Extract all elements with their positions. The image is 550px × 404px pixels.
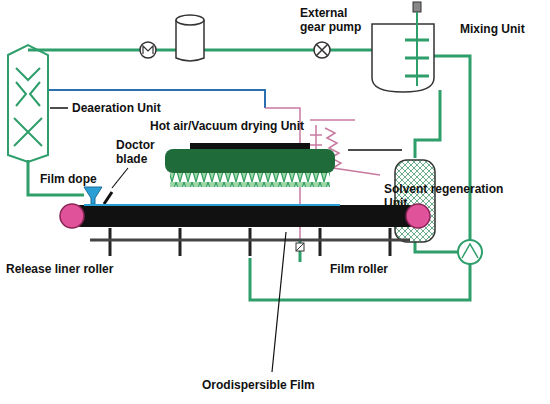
drawing-part <box>348 149 402 151</box>
drawing-part <box>16 82 40 106</box>
drawing-part <box>316 44 328 56</box>
drawing-part <box>8 45 48 162</box>
drawing-part <box>14 118 42 146</box>
drawing-part <box>434 56 470 240</box>
drawing-part <box>104 192 112 204</box>
drawing-part <box>372 24 434 92</box>
mixing-vessel <box>372 2 434 92</box>
drawing-part <box>330 49 372 52</box>
drawing-part <box>90 239 410 242</box>
drawing-part <box>165 149 335 173</box>
drawing-part <box>314 42 330 58</box>
drawing-part <box>170 173 330 187</box>
drawing-part <box>84 187 102 204</box>
product-label: Orodispersible Film <box>202 378 362 392</box>
leader-line <box>272 232 286 372</box>
drawing-part <box>299 225 301 240</box>
drawing-part <box>110 228 390 256</box>
right-pump <box>458 240 482 264</box>
part-label: Film roller <box>330 262 410 276</box>
unit-label: Hot air/Vacuum drying Unit <box>150 119 335 133</box>
drawing-part <box>204 49 314 52</box>
drawing-part <box>60 204 84 228</box>
drawing-part <box>405 40 429 76</box>
holding-tank <box>176 15 204 61</box>
unit-label: Solvent regeneration Unit <box>384 182 504 210</box>
drawing-part <box>415 90 440 158</box>
drawing-part <box>28 49 140 52</box>
drawing-part <box>190 143 310 149</box>
drawing-part <box>16 68 40 80</box>
casting-conveyor <box>60 204 430 256</box>
drawing-part <box>296 243 304 251</box>
drawing-part <box>296 243 304 251</box>
film-dope-funnel <box>84 187 102 204</box>
doctor-blade <box>104 168 128 204</box>
drawing-part <box>156 49 176 52</box>
pump-label: External gear pump <box>300 6 370 34</box>
drawing-part <box>415 242 458 252</box>
drawing-part <box>462 244 478 258</box>
heat-exchanger <box>140 42 156 58</box>
unit-label: Mixing Unit <box>460 22 546 36</box>
drawing-part <box>84 204 340 206</box>
drawing-part <box>176 20 204 61</box>
drawing-part <box>413 2 421 12</box>
drawing-part <box>176 15 204 25</box>
deaeration-column <box>8 45 48 162</box>
leader-line <box>50 107 68 109</box>
unit-label: Deaeration Unit <box>72 101 182 115</box>
gear-pump-symbol <box>314 42 330 58</box>
drawing-part <box>140 42 156 58</box>
part-label: Release liner roller <box>6 262 196 276</box>
part-label: Doctor blade <box>116 138 164 166</box>
drawing-part <box>70 205 420 227</box>
part-label: Film dope <box>40 172 110 186</box>
drawing-part <box>143 46 153 54</box>
drawing-part <box>112 168 128 188</box>
drawing-part <box>310 119 355 121</box>
drying-unit <box>165 143 335 187</box>
drawing-part <box>406 204 430 228</box>
drawing-part <box>458 240 482 264</box>
